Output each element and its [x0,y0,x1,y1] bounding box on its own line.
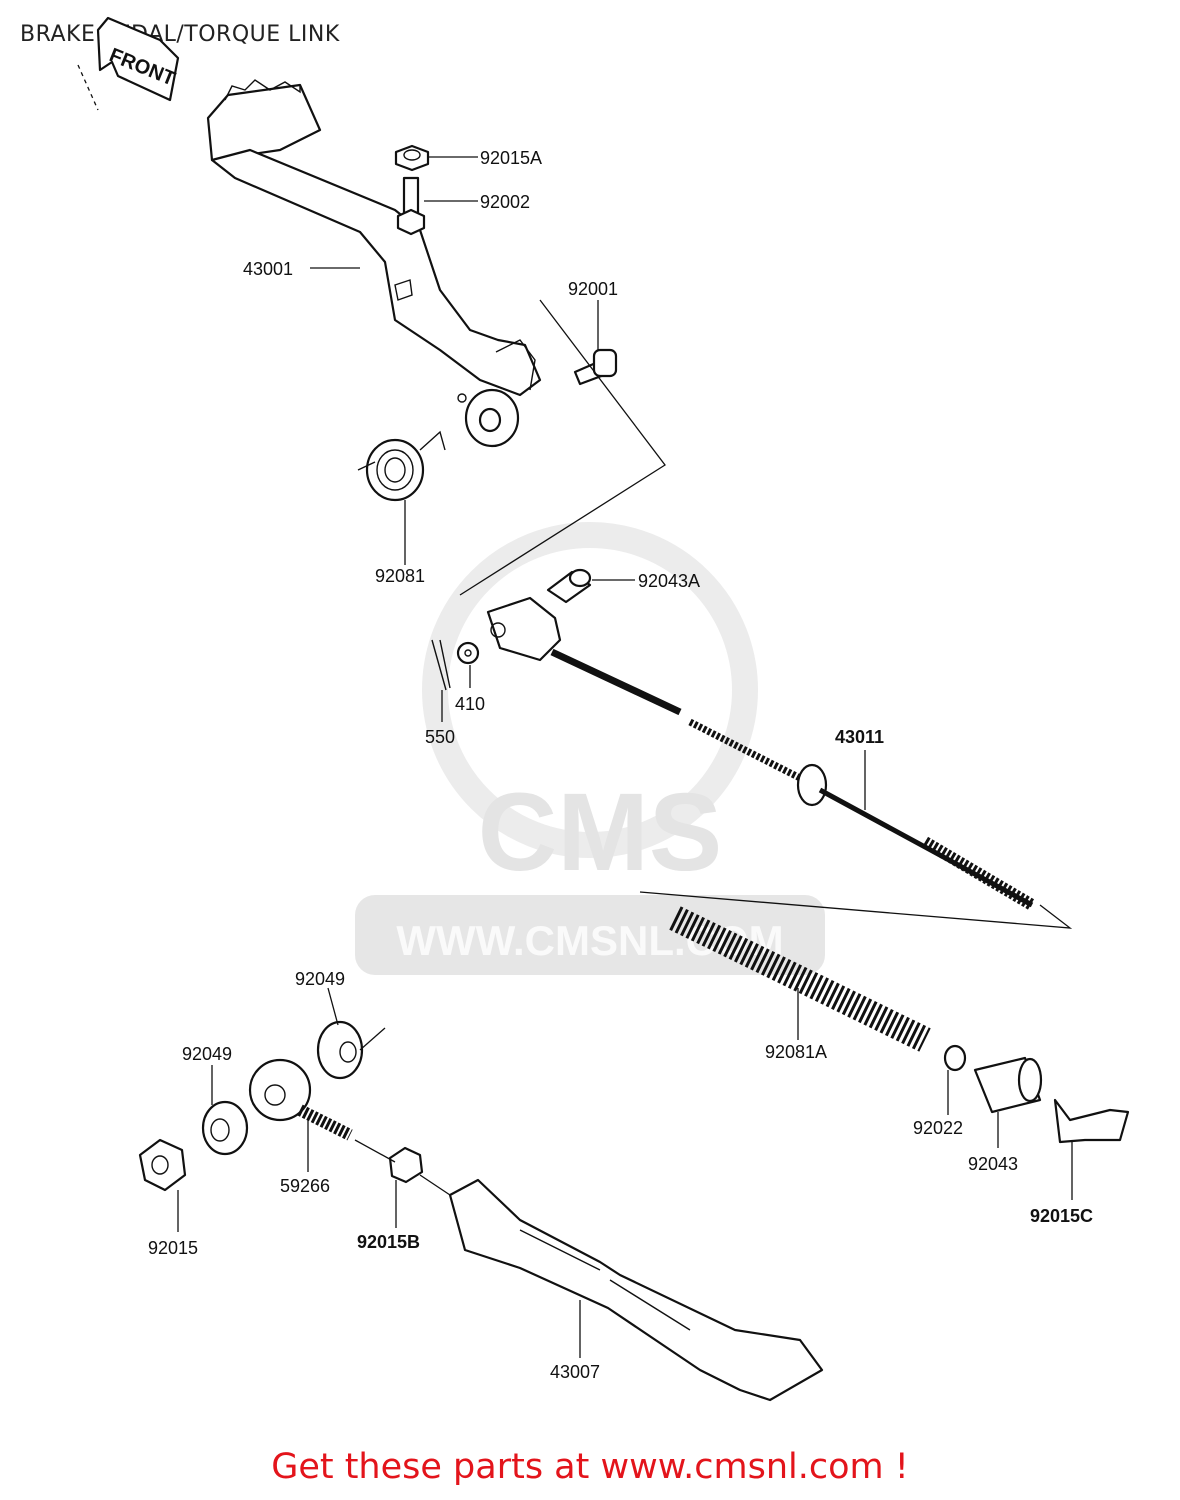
bolt-92001 [573,348,618,386]
torque-link-43007 [448,1178,824,1402]
washer-92049-top [316,1020,364,1080]
nut-92015B [388,1146,424,1184]
watermark-logo: CMS [478,771,722,894]
leader-lines [177,156,1073,1358]
clevis-pin-92043A [546,568,592,604]
label-43007: 43007 [550,1362,600,1382]
brake-rod-43011 [550,648,1036,911]
label-43001: 43001 [243,259,293,279]
label-59266: 59266 [280,1176,330,1196]
clevis [486,596,562,662]
nut-92015 [138,1138,187,1192]
brake-pedal [206,79,542,448]
label-92081A: 92081A [765,1042,827,1062]
label-92043: 92043 [968,1154,1018,1174]
washer-92022 [943,1044,967,1072]
label-92043A: 92043A [638,571,700,591]
spring-92081A [669,906,931,1052]
diagram-title: BRAKE PEDAL/TORQUE LINK [20,22,340,47]
label-92081: 92081 [375,566,425,586]
label-92001: 92001 [568,279,618,299]
spring-92081 [357,430,446,502]
part-labels: 92015A 92002 43001 92001 92081 92043A 41… [148,148,1093,1382]
label-92015C: 92015C [1030,1206,1093,1226]
wing-nut-92015C [1053,1098,1130,1144]
cms-watermark: CMS WWW.CMSNL.COM [355,522,825,975]
rod-end-59266 [248,1058,353,1141]
bolt-92002 [396,176,426,236]
label-92049-top: 92049 [295,969,345,989]
front-arrow: FRONT [77,16,180,111]
label-92022: 92022 [913,1118,963,1138]
label-92015A: 92015A [480,148,542,168]
washer-92049-left [201,1100,249,1156]
label-92015B: 92015B [357,1232,420,1252]
label-550: 550 [425,727,455,747]
collar-92043 [973,1056,1043,1114]
cotter-pin-550 [431,639,451,691]
washer-410 [456,641,480,665]
label-410: 410 [455,694,485,714]
nut-92015A [394,144,430,172]
footer-link-text[interactable]: Get these parts at www.cmsnl.com ! [271,1447,909,1487]
label-43011: 43011 [835,727,884,747]
label-92049-left: 92049 [182,1044,232,1064]
label-92002: 92002 [480,192,530,212]
label-92015: 92015 [148,1238,198,1258]
